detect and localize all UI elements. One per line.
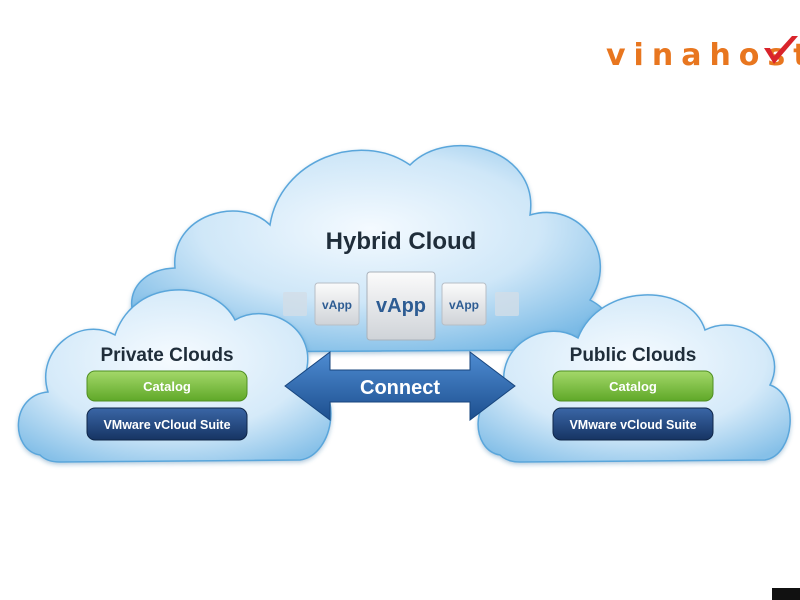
public-suite-pill: VMware vCloud Suite	[552, 407, 714, 441]
vinahost-logo: vinahost.	[606, 36, 800, 76]
vapp-ghost-right	[495, 292, 519, 316]
svg-text:vApp: vApp	[376, 295, 426, 317]
public-clouds-title: Public Clouds	[570, 345, 697, 366]
connect-arrow: Connect	[284, 350, 516, 422]
connect-label: Connect	[360, 377, 440, 399]
svg-text:vApp: vApp	[449, 298, 479, 312]
svg-text:VMware vCloud Suite: VMware vCloud Suite	[569, 418, 696, 432]
svg-text:vApp: vApp	[322, 298, 352, 312]
corner-mark	[772, 588, 800, 600]
private-catalog-pill: Catalog	[86, 370, 248, 402]
hybrid-cloud-title: Hybrid Cloud	[326, 228, 477, 255]
vapp-tile-right: vApp	[441, 282, 487, 326]
vapp-tile-main: vApp	[366, 271, 436, 341]
private-clouds-title: Private Clouds	[100, 345, 233, 366]
vapp-ghost-left	[283, 292, 307, 316]
svg-text:VMware vCloud Suite: VMware vCloud Suite	[103, 418, 230, 432]
vinahost-logo-text: vinahost.	[606, 38, 800, 73]
svg-text:Catalog: Catalog	[609, 379, 657, 394]
svg-text:Catalog: Catalog	[143, 379, 191, 394]
public-catalog-pill: Catalog	[552, 370, 714, 402]
private-suite-pill: VMware vCloud Suite	[86, 407, 248, 441]
vapp-tile-left: vApp	[314, 282, 360, 326]
checkmark-icon	[764, 36, 798, 64]
